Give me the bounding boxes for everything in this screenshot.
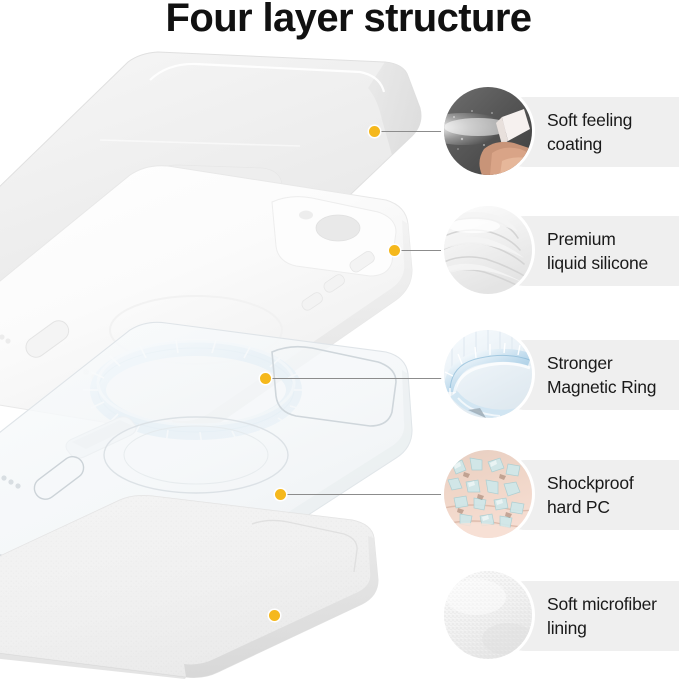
spray-coating-photo — [441, 84, 535, 178]
pc-pellets-photo — [441, 447, 535, 541]
callout-label: Stronger Magnetic Ring — [547, 353, 657, 397]
connector-line-2 — [400, 250, 444, 251]
exploded-view-artwork — [0, 51, 422, 679]
connector-line-4 — [286, 494, 444, 495]
microfiber-texture-photo — [441, 568, 535, 662]
connector-line-3 — [271, 378, 444, 379]
connector-dot-1 — [369, 126, 380, 137]
callout-label: Soft microfiber lining — [547, 594, 657, 638]
connector-dot-4 — [275, 489, 286, 500]
folded-silicone-photo — [441, 203, 535, 297]
callout-label: Shockproof hard PC — [547, 473, 634, 517]
connector-dot-5 — [269, 610, 280, 621]
callout-label: Premium liquid silicone — [547, 229, 649, 273]
page-title: Four layer structure — [165, 0, 533, 40]
connector-line-1 — [380, 131, 443, 132]
connector-dot-3 — [260, 373, 271, 384]
layer-microfiber-lining — [0, 495, 379, 679]
magnetic-ring-photo — [441, 327, 535, 421]
connector-dot-2 — [389, 245, 400, 256]
callout-label: Soft feeling coating — [547, 110, 633, 154]
